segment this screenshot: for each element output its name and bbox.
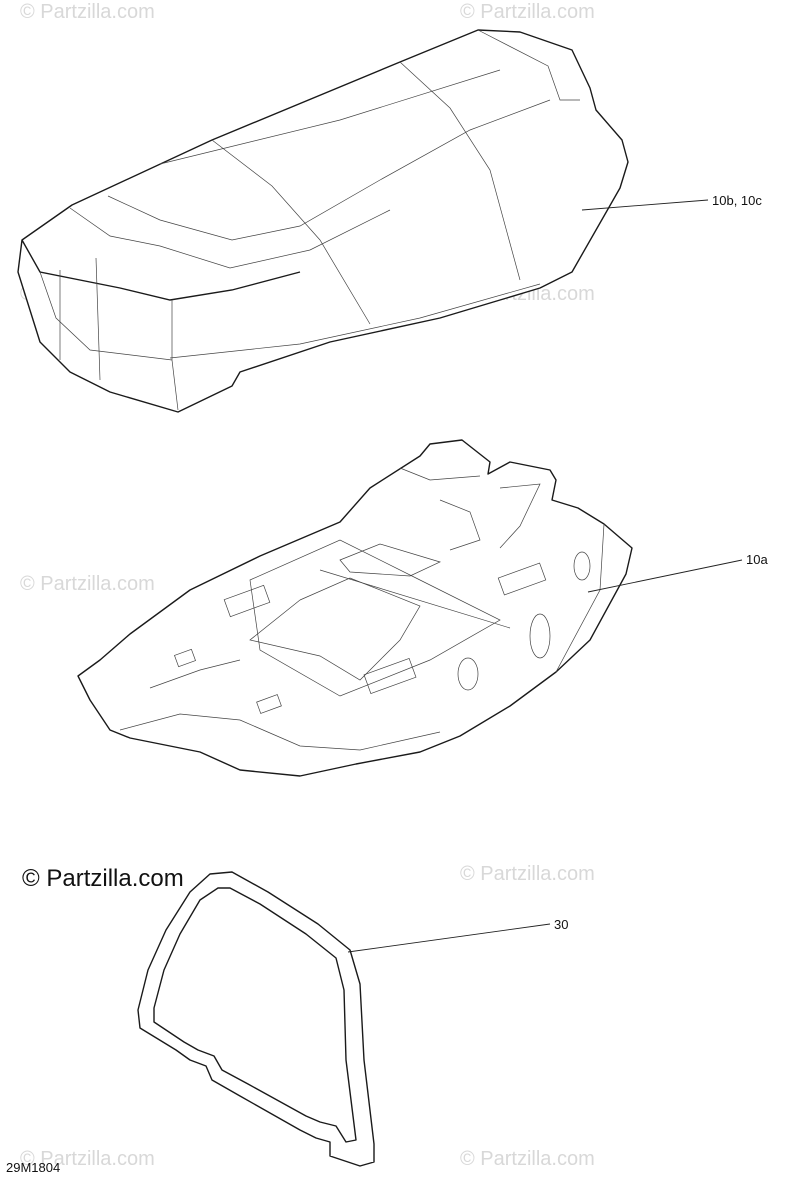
leader-line: [587, 559, 743, 593]
watermark-text: © Partzilla.com: [20, 1, 155, 23]
watermark-text: © Partzilla.com: [460, 1148, 595, 1170]
watermark-text: © Partzilla.com: [460, 863, 595, 885]
seal-gasket-part[interactable]: [137, 871, 375, 1167]
leader-line: [581, 199, 709, 211]
seat-cushion-part[interactable]: [17, 29, 629, 413]
seat-base-part[interactable]: [77, 439, 633, 777]
brand-label: © Partzilla.com: [22, 865, 184, 892]
watermark-text: © Partzilla.com: [460, 1, 595, 23]
callout-label-base[interactable]: 10a: [746, 552, 768, 567]
callout-label-seat[interactable]: 10b, 10c: [712, 193, 762, 208]
watermark-text: © Partzilla.com: [20, 573, 155, 595]
watermark-text: © Partzilla.com: [20, 1148, 155, 1170]
callout-leaders: [347, 199, 743, 953]
callout-label-seal[interactable]: 30: [554, 917, 568, 932]
callout-labels: 10b, 10c 10a 30: [554, 193, 768, 932]
diagram-code: 29M1804: [6, 1160, 60, 1175]
leader-line: [347, 923, 551, 953]
